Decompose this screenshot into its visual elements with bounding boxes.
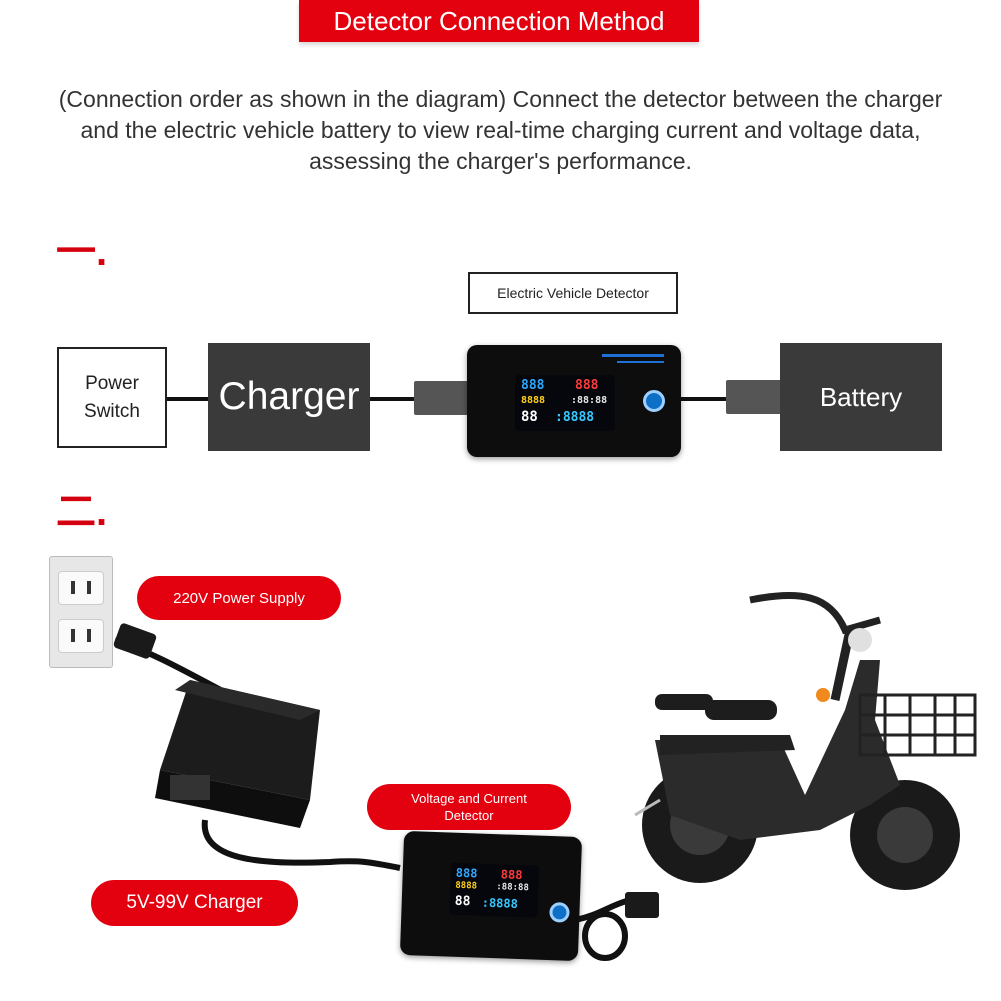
cable-switch-charger xyxy=(163,397,211,401)
outlet-socket xyxy=(58,571,104,605)
wall-outlet-icon xyxy=(49,556,113,668)
step-2-marker: 二. xyxy=(56,490,108,534)
intro-text: (Connection order as shown in the diagra… xyxy=(58,86,943,174)
step-1-marker: 一. xyxy=(56,230,108,274)
device-screen: 888 888 8888 :88:88 88 :8888 xyxy=(449,862,540,918)
device-stripe xyxy=(602,354,664,357)
charger-brick-icon xyxy=(155,680,320,828)
device-button-icon xyxy=(643,390,665,412)
voltage-readout: 888 xyxy=(521,378,545,393)
power-readout: 8888 xyxy=(521,395,546,406)
time-readout: :8888 xyxy=(481,895,519,911)
device-screen: 888 888 8888 :88:88 88 :8888 xyxy=(515,375,615,431)
power-supply-label: 220V Power Supply xyxy=(137,576,341,620)
power-switch-label: Power Switch xyxy=(84,372,140,422)
detector-pill-label: Voltage and Current Detector xyxy=(367,784,571,830)
energy-readout: :88:88 xyxy=(571,395,608,406)
outlet-slot xyxy=(87,629,91,642)
battery-box: Battery xyxy=(780,343,942,451)
outlet-socket xyxy=(58,619,104,653)
voltage-readout: 888 xyxy=(455,865,478,881)
outlet-slot xyxy=(71,629,75,642)
power-switch-box: Power Switch xyxy=(57,347,167,448)
current-readout: 888 xyxy=(575,378,599,393)
charger-pill-label: 5V-99V Charger xyxy=(91,880,298,926)
charger-label: Charger xyxy=(218,375,360,418)
energy-readout: :88:88 xyxy=(496,882,529,894)
detector-device-photo: 888 888 8888 :88:88 88 :8888 xyxy=(399,830,583,962)
plug-left xyxy=(414,381,470,415)
outlet-slot xyxy=(87,581,91,594)
power-readout: 8888 xyxy=(455,880,478,892)
electric-scooter-icon xyxy=(634,591,977,890)
detector-label: Electric Vehicle Detector xyxy=(468,272,678,314)
temp-readout: 88 xyxy=(454,893,471,910)
page-title: Detector Connection Method xyxy=(299,0,699,42)
outlet-slot xyxy=(71,581,75,594)
charger-box: Charger xyxy=(208,343,370,451)
cable-detector-battery xyxy=(680,397,740,401)
plug-right xyxy=(726,380,782,414)
temp-readout: 88 xyxy=(521,409,538,425)
device-stripe xyxy=(617,361,664,363)
cable-charger-detector xyxy=(368,397,428,401)
device-button-icon xyxy=(549,902,570,923)
time-readout: :8888 xyxy=(555,410,595,425)
battery-label: Battery xyxy=(819,381,903,412)
detector-device: 888 888 8888 :88:88 88 :8888 xyxy=(467,345,681,457)
current-readout: 888 xyxy=(500,867,523,883)
